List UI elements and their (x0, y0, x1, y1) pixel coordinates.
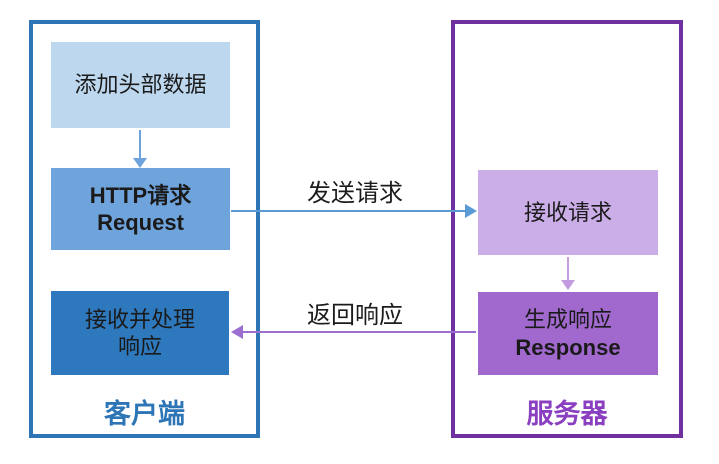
return-response-arrow-label: 返回响应 (307, 302, 403, 329)
receive-process-response-label-line1: 接收并处理 (84, 306, 195, 332)
http-request-sublabel: Request (97, 210, 184, 235)
receive-request-box: 接收请求 (478, 170, 658, 255)
client-title: 客户端 (104, 399, 185, 429)
http-request-label: HTTP请求 (89, 182, 192, 208)
receive-process-response-label-line2: 响应 (117, 334, 162, 359)
generate-response-label: 生成响应 (523, 307, 612, 332)
receive-request-label: 接收请求 (523, 199, 612, 225)
add-header-data-label: 添加头部数据 (74, 72, 207, 98)
receive-process-response-box: 接收并处理 响应 (51, 291, 229, 375)
generate-response-box: 生成响应 Response (478, 292, 658, 375)
add-header-data-box: 添加头部数据 (51, 42, 230, 128)
generate-response-sublabel: Response (515, 334, 621, 360)
server-title: 服务器 (526, 399, 608, 429)
send-request-arrow-label: 发送请求 (307, 180, 403, 207)
http-request-box: HTTP请求 Request (51, 168, 230, 250)
